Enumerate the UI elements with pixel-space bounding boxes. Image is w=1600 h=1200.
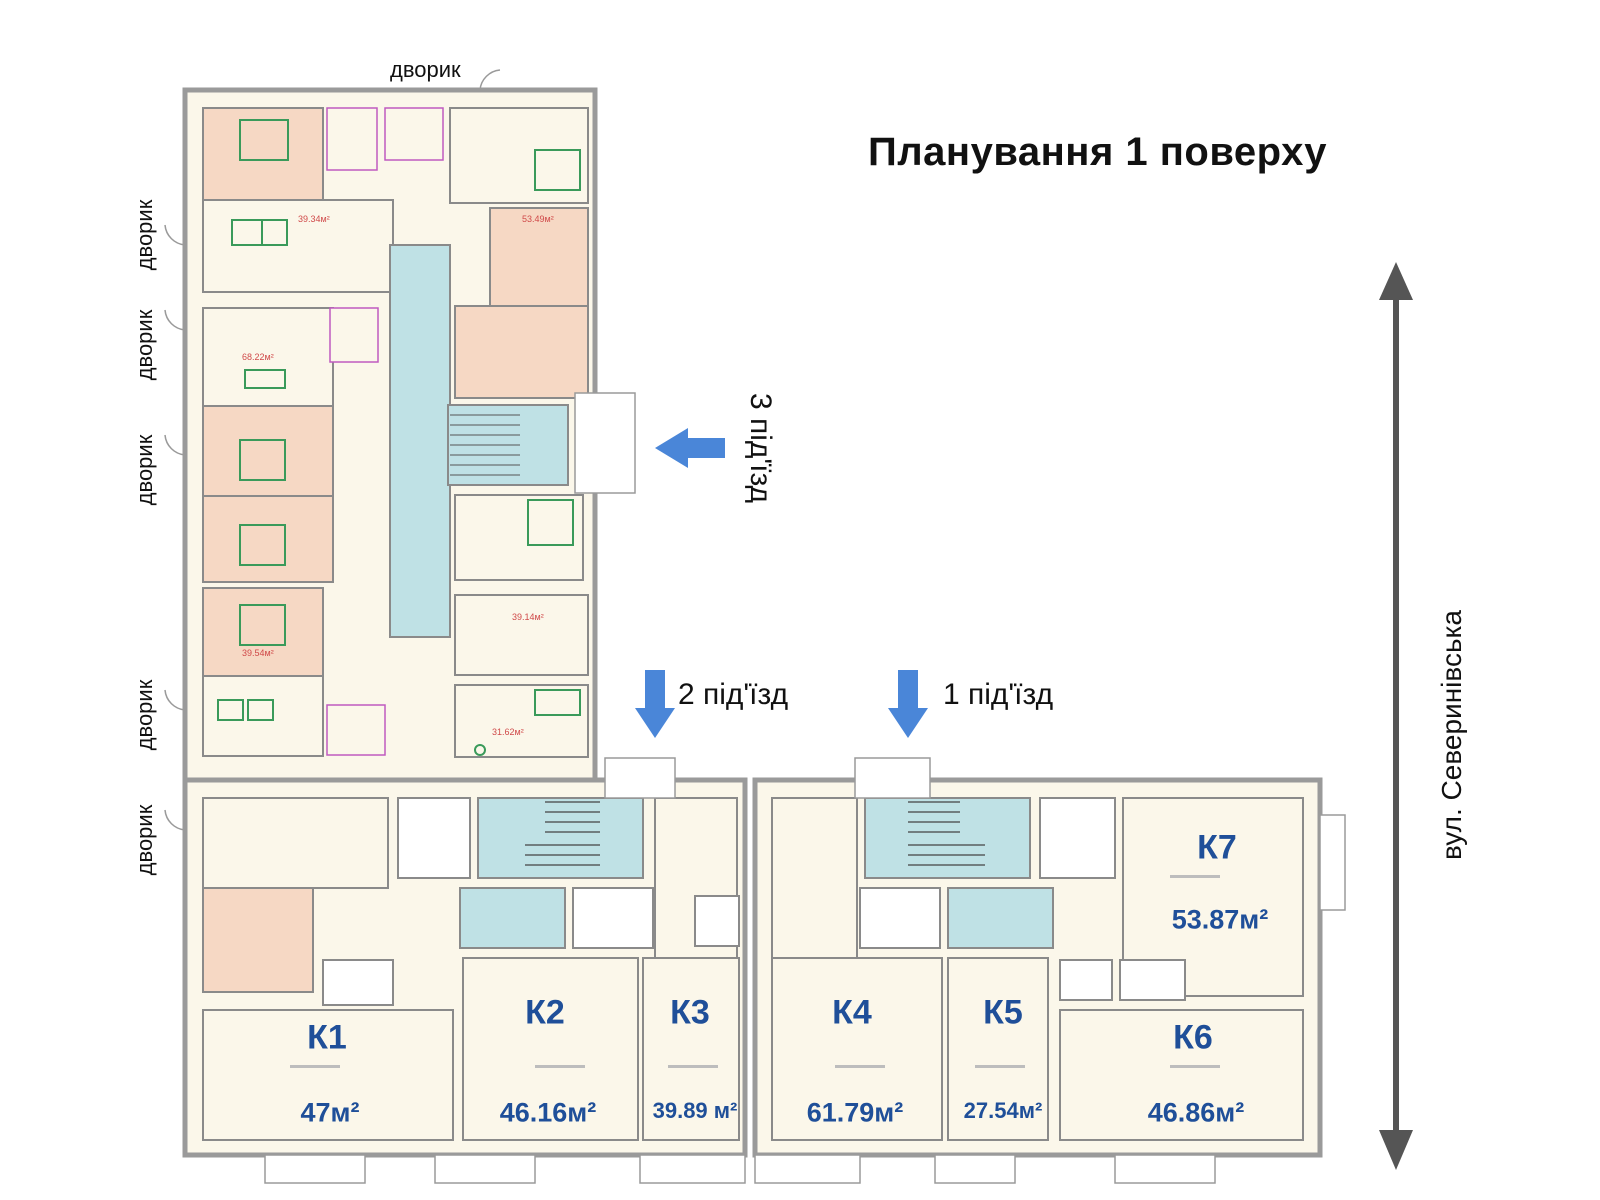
stair-1 [864, 797, 1031, 879]
bath-k3 [694, 895, 740, 947]
hall-k5 [947, 887, 1054, 949]
apartment-k1-area: 47м² [300, 1097, 360, 1128]
yard-label-4: дворик [132, 679, 157, 751]
entrance-arrows [635, 428, 928, 738]
vestibule-1 [854, 757, 931, 799]
bath-k1 [397, 797, 471, 879]
room-k5 [947, 957, 1049, 1141]
entrance-3-label: 3 під'їзд [744, 392, 777, 504]
bathroom-mid [329, 307, 379, 363]
stair-3-steps [450, 414, 520, 476]
yard-label-2: дворик [132, 309, 157, 381]
bath-k6-2 [1119, 959, 1186, 1001]
apartment-k5-label: К5 [983, 993, 1023, 1032]
apartment-k7-label: К7 [1197, 828, 1237, 867]
yard-label-top: дворик [390, 57, 461, 82]
room-bedroom-top [202, 107, 324, 201]
bay-windows [264, 1154, 1216, 1184]
room-bedroom-4 [202, 495, 334, 583]
entrance-2-label: 2 під'їзд [678, 678, 789, 711]
area-annot-5: 39.54м² [242, 648, 274, 658]
apartment-k2-label: К2 [525, 993, 565, 1032]
upper-wing: 53.49м² 39.34м² 68.22м² 39.14м² 39.54м² … [182, 87, 636, 783]
balcony-k7 [1319, 814, 1346, 911]
bathroom-top-1 [326, 107, 378, 171]
central-corridor [389, 244, 451, 638]
area-annot-3: 68.22м² [242, 352, 274, 362]
furniture [217, 119, 581, 756]
room-peach-right-1 [489, 207, 589, 307]
room-k4-upper [771, 797, 858, 959]
apartment-k3-label: К3 [670, 993, 710, 1032]
stair-2 [477, 797, 644, 879]
room-k2 [462, 957, 639, 1141]
bathroom-top-2 [384, 107, 444, 161]
area-annot-2: 39.34м² [298, 214, 330, 224]
apartment-k2-area: 46.16м² [499, 1097, 597, 1128]
vestibule-2 [604, 757, 676, 799]
bath-k4 [859, 887, 941, 949]
room-k6 [1059, 1009, 1304, 1141]
room-captions [290, 875, 1220, 1068]
room-peach-right-2 [454, 305, 589, 399]
yard-label-5: дворик [132, 804, 157, 876]
bathroom-bottom [326, 704, 386, 756]
bath-k6-1 [1059, 959, 1113, 1001]
stair-1-steps [908, 801, 985, 866]
page-title: Планування 1 поверху [868, 130, 1328, 174]
apartment-k1-label: К1 [307, 1018, 347, 1057]
apartment-k4-label: К4 [832, 993, 872, 1032]
yard-label-3: дворик [132, 434, 157, 506]
yard-doors [164, 69, 501, 831]
room-right-bottom [454, 684, 589, 758]
bath-k7 [1039, 797, 1116, 879]
apartment-k4-area: 61.79м² [806, 1097, 904, 1128]
apartment-k3-area: 39.89 м² [652, 1098, 738, 1123]
bath-k2 [572, 887, 654, 949]
room-k4 [771, 957, 943, 1141]
hall-k2 [459, 887, 566, 949]
room-bedroom-3 [202, 405, 334, 497]
room-right-mid [454, 494, 584, 581]
room-living-top-right [449, 107, 589, 204]
area-annot-1: 53.49м² [522, 214, 554, 224]
apartment-k6-area: 46.86м² [1147, 1097, 1245, 1128]
entrance-1-label: 1 під'їзд [943, 678, 1054, 711]
arrow-entrance-2 [635, 670, 675, 738]
room-right-lower [454, 594, 589, 676]
room-k3 [642, 957, 740, 1141]
room-bedroom-5 [202, 587, 324, 677]
apartment-k7-area: 53.87м² [1171, 904, 1269, 935]
apartment-k6-label: К6 [1173, 1018, 1213, 1057]
bath-k1-small [322, 959, 394, 1006]
room-k1-peach [202, 887, 314, 993]
area-annot-6: 31.62м² [492, 727, 524, 737]
room-living-2 [202, 307, 334, 407]
yard-label-1: дворик [132, 199, 157, 271]
street-arrow [1379, 262, 1413, 1170]
room-upper-left [202, 797, 389, 889]
lower-wing [182, 757, 1346, 1184]
arrow-entrance-3 [655, 428, 725, 468]
arrow-entrance-1 [888, 670, 928, 738]
room-kitchen-bottom [202, 675, 324, 757]
room-k1 [202, 1009, 454, 1141]
vestibule-3 [574, 392, 636, 494]
area-annot-4: 39.14м² [512, 612, 544, 622]
stair-2-steps [525, 801, 600, 866]
apartment-k5-area: 27.54м² [963, 1098, 1043, 1123]
street-label: вул. Северинівська [1436, 610, 1467, 860]
